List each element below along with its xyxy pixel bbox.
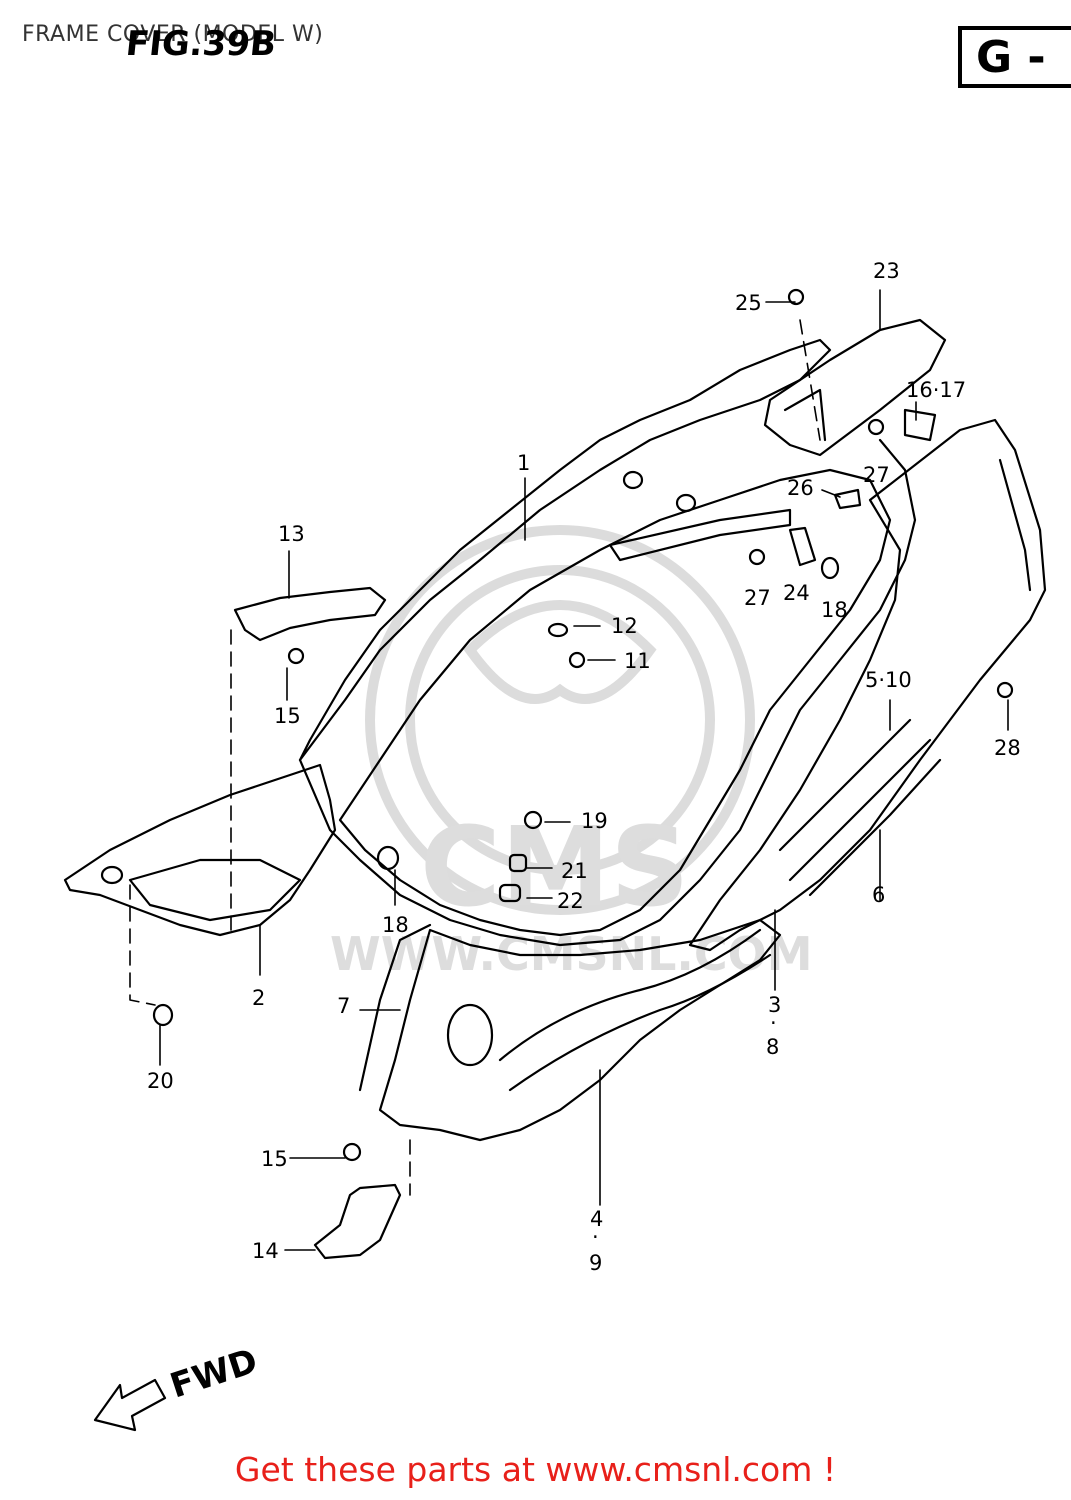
part-1-hole	[622, 470, 644, 490]
callout-23: 23	[873, 259, 900, 283]
callout-27-top: 27	[863, 463, 890, 487]
group-code: G -	[976, 32, 1046, 83]
part-7-reflector-hole	[446, 1003, 494, 1067]
callout-21: 21	[561, 859, 588, 883]
callout-19: 19	[581, 809, 608, 833]
mount-lines	[129, 319, 821, 1196]
part-2-lower-panel	[63, 763, 337, 937]
callout-8: 8	[766, 1035, 779, 1059]
callout-6: 6	[872, 883, 885, 907]
part-6-side-cover	[688, 418, 1047, 952]
part-7-edge	[358, 923, 432, 1092]
footer-link[interactable]: Get these parts at www.cmsnl.com !	[234, 1450, 837, 1489]
callout-9: 9	[589, 1251, 602, 1275]
part-1-rib	[608, 508, 792, 562]
fwd-label: FWD	[165, 1341, 262, 1407]
callout-15-top: 15	[274, 704, 301, 728]
callout-16-17: 16·17	[906, 378, 966, 402]
callout-12: 12	[611, 614, 638, 638]
callout-4-dot: ·	[592, 1225, 599, 1249]
callout-27-mid: 27	[744, 586, 771, 610]
part-2-hole	[100, 865, 124, 885]
callout-20: 20	[147, 1069, 174, 1093]
part-1-hole-2	[675, 493, 697, 513]
callout-14: 14	[252, 1239, 279, 1263]
cms-watermark	[365, 525, 755, 915]
callout-4: 4	[590, 1207, 603, 1231]
callout-11: 11	[624, 649, 651, 673]
group-code-box: G -	[958, 26, 1071, 88]
callout-18-right: 18	[821, 598, 848, 622]
part-6-decal	[778, 718, 942, 897]
part-1-frame-cover	[298, 338, 832, 762]
callout-15-bottom: 15	[261, 1147, 288, 1171]
callout-5-10: 5·10	[865, 668, 912, 692]
callout-1: 1	[517, 451, 530, 475]
callout-labels: 1 2 3 · 8 4 · 9 5·10 6 7 11 12 13 14 15 …	[147, 259, 1021, 1275]
fasteners	[152, 288, 1014, 1162]
part-4-stripe	[498, 928, 772, 1092]
leader-lines	[159, 289, 1009, 1251]
callout-7: 7	[337, 994, 350, 1018]
part-14-bracket	[313, 1183, 402, 1260]
part-7-lower-cover	[378, 918, 782, 1142]
diagram-caption: FRAME COVER (MODEL W)	[22, 22, 324, 47]
part-23-inner	[783, 388, 827, 442]
callout-3-dot: ·	[770, 1011, 777, 1035]
callout-28: 28	[994, 736, 1021, 760]
callout-13: 13	[278, 522, 305, 546]
callout-18-left: 18	[382, 913, 409, 937]
part-1-outer-edge	[298, 438, 917, 947]
part-23-tail-cover	[763, 318, 947, 457]
callout-25: 25	[735, 291, 762, 315]
part-6-stripe	[998, 458, 1032, 592]
fwd-arrow	[93, 1378, 167, 1432]
callout-22: 22	[557, 889, 584, 913]
figure-title: FIG.39B	[123, 24, 279, 64]
part-1-inner-edge	[338, 468, 892, 937]
callout-3: 3	[768, 993, 781, 1017]
part-13-bracket	[233, 586, 387, 642]
callout-2: 2	[252, 986, 265, 1010]
part-2-inner	[128, 858, 302, 922]
callout-24: 24	[783, 581, 810, 605]
callout-26: 26	[787, 476, 814, 500]
watermark-logo-text: CMS	[420, 803, 689, 931]
